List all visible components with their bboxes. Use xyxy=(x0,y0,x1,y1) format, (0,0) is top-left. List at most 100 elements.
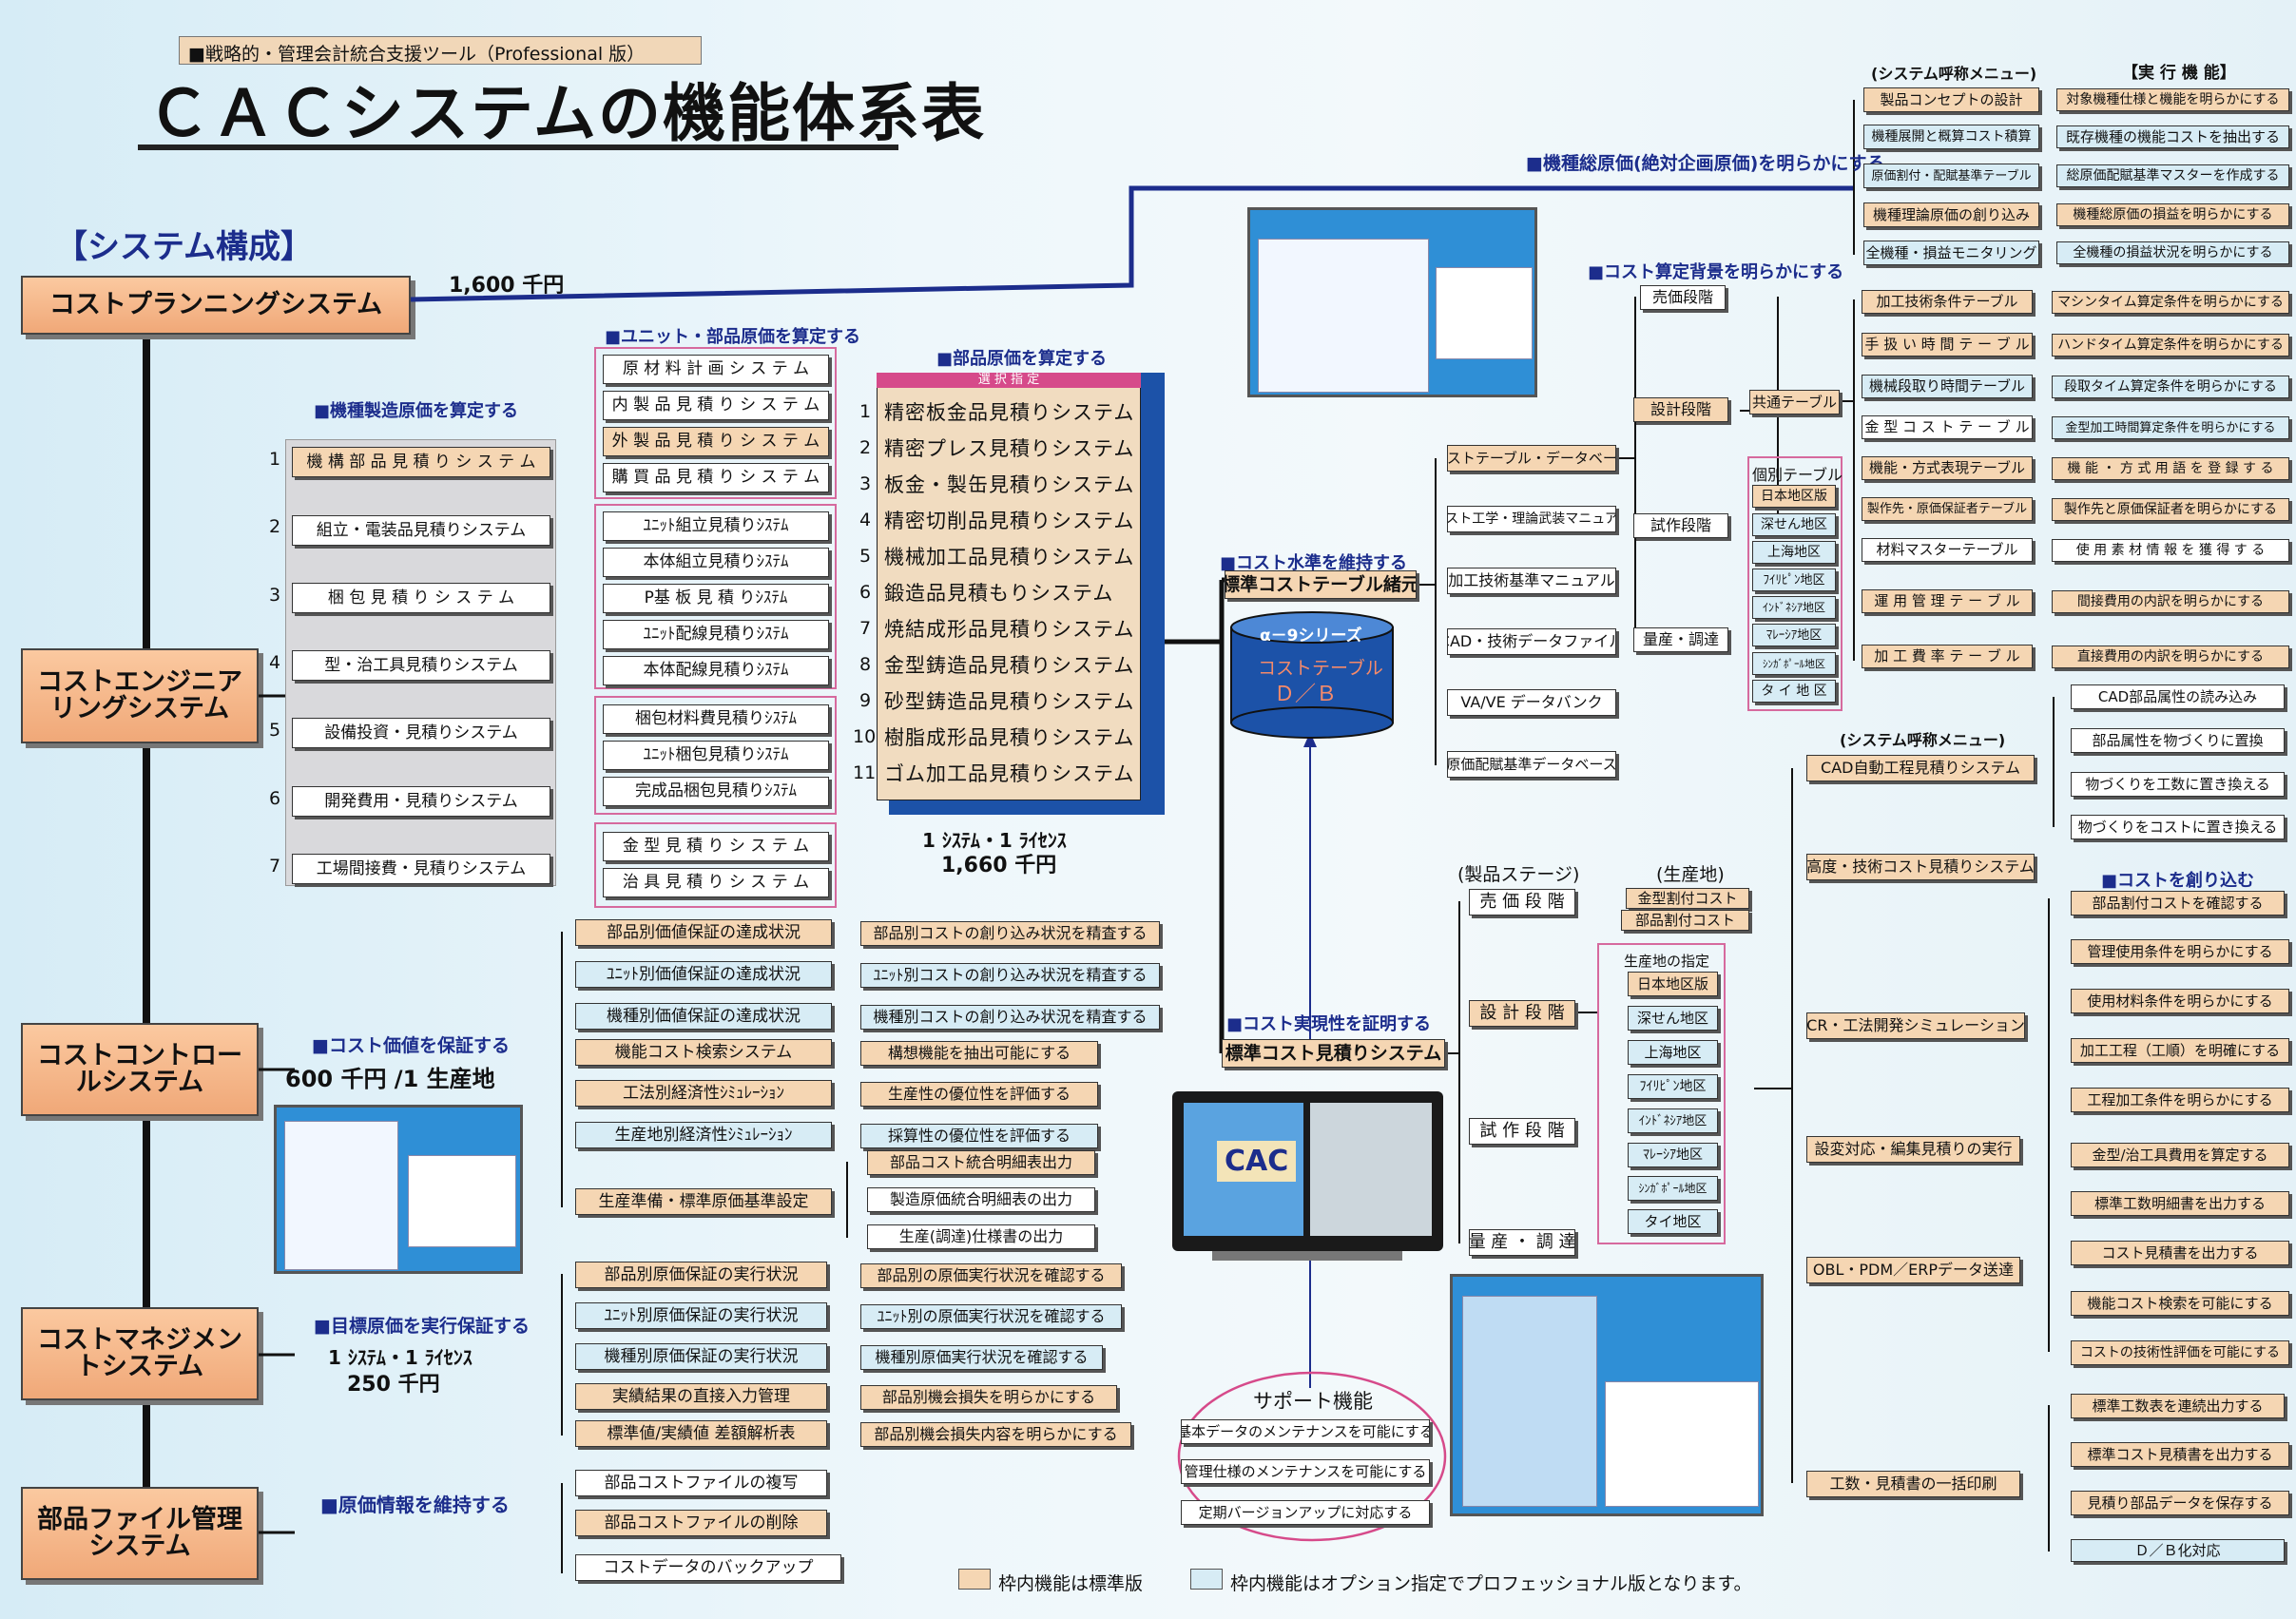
stage2-item[interactable]: 試 作 段 階 xyxy=(1469,1118,1575,1145)
stage-item[interactable]: 売価段階 xyxy=(1640,285,1726,310)
region-item[interactable]: ｼﾝｶﾞﾎﾟｰﾙ地区 xyxy=(1752,652,1836,675)
region-item[interactable]: ｲﾝﾄﾞﾈｼｱ地区 xyxy=(1752,596,1836,619)
parts-item[interactable]: ゴム加工品見積りシステム xyxy=(884,762,1135,785)
ccs-item[interactable]: ﾕﾆｯﾄ別価値保証の達成状況 xyxy=(575,961,832,988)
right-menu-item[interactable]: CR・工法開発シミュレーション xyxy=(1806,1012,2025,1039)
ccs-item[interactable]: 機能コスト検索システム xyxy=(575,1039,832,1066)
common-item[interactable]: 機能・方式表現テーブル xyxy=(1862,456,2033,480)
unit-item[interactable]: ﾕﾆｯﾄ配線見積りｼｽﾃﾑ xyxy=(603,620,829,649)
unit-item[interactable]: 本体組立見積りｼｽﾃﾑ xyxy=(603,548,829,577)
table-mid-item[interactable]: CAD・技術データファイル xyxy=(1447,628,1616,655)
parts-item[interactable]: 板金・製缶見積りシステム xyxy=(884,473,1135,496)
region-item[interactable]: ﾏﾚｰｼｱ地区 xyxy=(1752,624,1836,646)
system-cost-engineering[interactable]: コストエンジニアリングシステム xyxy=(21,648,259,743)
common-table[interactable]: 共通テーブル xyxy=(1749,390,1840,414)
site-region[interactable]: ﾌｲﾘﾋﾟﾝ地区 xyxy=(1628,1074,1718,1099)
cms-item[interactable]: 部品別原価保証の実行状況 xyxy=(575,1262,827,1288)
std-cost-table[interactable]: 標準コストテーブル緒元 xyxy=(1225,570,1417,599)
right-menu-item[interactable]: 高度・技術コスト見積りシステム xyxy=(1806,854,2035,880)
common-item[interactable]: 加 工 費 率 テ ー ブ ル xyxy=(1862,645,2033,668)
stage-item[interactable]: 量産・調達 xyxy=(1633,627,1728,652)
parts-item[interactable]: 焼結成形品見積りシステム xyxy=(884,618,1135,641)
site-region[interactable]: 日本地区版 xyxy=(1628,972,1718,996)
table-mid-item[interactable]: 原価配賦基準データベース xyxy=(1447,751,1616,778)
unit-item[interactable]: 金 型 見 積 り シ ス テ ム xyxy=(603,832,829,861)
parts-item[interactable]: 樹脂成形品見積りシステム xyxy=(884,726,1135,749)
system-cost-management[interactable]: コストマネジメントシステム xyxy=(21,1307,259,1400)
machine-item[interactable]: 型・治工具見積りシステム xyxy=(292,650,550,681)
site-item[interactable]: 金型割付コスト xyxy=(1626,888,1749,909)
machine-item[interactable]: 工場間接費・見積りシステム xyxy=(292,854,550,884)
pfs-item[interactable]: コストデータのバックアップ xyxy=(575,1554,841,1581)
ccs-sub-item[interactable]: 製造原価統合明細表の出力 xyxy=(867,1187,1095,1212)
common-item[interactable]: 製作先・原価保証者テーブル xyxy=(1862,497,2033,521)
site-region[interactable]: タイ地区 xyxy=(1628,1209,1718,1234)
right-menu-item[interactable]: 設変対応・編集見積りの実行 xyxy=(1806,1136,2020,1163)
machine-item[interactable]: 梱 包 見 積 り シ ス テ ム xyxy=(292,583,550,613)
ccs-item[interactable]: 機種別価値保証の達成状況 xyxy=(575,1003,832,1030)
parts-item[interactable]: 鍛造品見積もりシステム xyxy=(884,582,1114,605)
site-region[interactable]: 深せん地区 xyxy=(1628,1006,1718,1031)
table-mid-item[interactable]: 加工技術基準マニュアル xyxy=(1447,568,1616,594)
site-item[interactable]: 部品割付コスト xyxy=(1621,910,1749,931)
table-mid-item[interactable]: コストテーブル・データベース xyxy=(1447,445,1616,472)
unit-item[interactable]: 購 買 品 見 積 り シ ス テ ム xyxy=(603,463,829,492)
parts-item[interactable]: 金型鋳造品見積りシステム xyxy=(884,654,1135,677)
ccs-item[interactable]: 部品別価値保証の達成状況 xyxy=(575,919,832,946)
support-item[interactable]: 定期バージョンアップに対応する xyxy=(1181,1500,1430,1525)
unit-item[interactable]: 治 具 見 積 り シ ス テ ム xyxy=(603,868,829,897)
top-menu-item[interactable]: 原価割付・配賦基準テーブル xyxy=(1863,164,2039,188)
region-item[interactable]: ﾌｲﾘﾋﾟﾝ地区 xyxy=(1752,569,1836,591)
cms-item[interactable]: 実績結果の直接入力管理 xyxy=(575,1383,827,1410)
unit-item[interactable]: ﾕﾆｯﾄ組立見積りｼｽﾃﾑ xyxy=(603,511,829,541)
std-estimate-system[interactable]: 標準コスト見積りシステム xyxy=(1222,1039,1445,1068)
parts-item[interactable]: 機械加工品見積りシステム xyxy=(884,546,1135,569)
parts-item[interactable]: 精密プレス見積りシステム xyxy=(884,437,1135,460)
parts-item[interactable]: 精密板金品見積りシステム xyxy=(884,401,1135,424)
stage-item[interactable]: 設計段階 xyxy=(1633,397,1728,422)
stage2-item[interactable]: 設 計 段 階 xyxy=(1469,1000,1575,1027)
machine-item[interactable]: 設備投資・見積りシステム xyxy=(292,718,550,748)
ccs-item[interactable]: 工法別経済性ｼﾐｭﾚｰｼｮﾝ xyxy=(575,1080,832,1107)
cms-item[interactable]: ﾕﾆｯﾄ別原価保証の実行状況 xyxy=(575,1302,827,1329)
region-item[interactable]: 日本地区版 xyxy=(1752,485,1836,508)
site-region[interactable]: ﾏﾚｰｼｱ地区 xyxy=(1628,1143,1718,1167)
common-item[interactable]: 金 型 コ ス ト テ ー ブ ル xyxy=(1862,415,2033,439)
common-item[interactable]: 加工技術条件テーブル xyxy=(1862,290,2033,314)
unit-item[interactable]: ﾕﾆｯﾄ梱包見積りｼｽﾃﾑ xyxy=(603,741,829,770)
system-cost-control[interactable]: コストコントロールシステム xyxy=(21,1023,259,1116)
support-item[interactable]: 管理仕様のメンテナンスを可能にする xyxy=(1181,1459,1430,1484)
parts-item[interactable]: 砂型鋳造品見積りシステム xyxy=(884,690,1135,713)
common-item[interactable]: 材料マスターテーブル xyxy=(1862,538,2033,562)
right-menu-item[interactable]: CAD自動工程見積りシステム xyxy=(1806,755,2035,781)
stage-item[interactable]: 試作段階 xyxy=(1633,513,1728,538)
common-item[interactable]: 運 用 管 理 テ ー ブ ル xyxy=(1862,589,2033,613)
ccs-item[interactable]: 生産地別経済性ｼﾐｭﾚｰｼｮﾝ xyxy=(575,1122,832,1148)
right-menu-item[interactable]: 工数・見積書の一括印刷 xyxy=(1806,1471,2020,1497)
pfs-item[interactable]: 部品コストファイルの削除 xyxy=(575,1510,827,1536)
site-region[interactable]: ｼﾝｶﾞﾎﾟｰﾙ地区 xyxy=(1628,1176,1718,1201)
region-item[interactable]: 深せん地区 xyxy=(1752,513,1836,536)
table-mid-item[interactable]: VA/VE データバンク xyxy=(1447,689,1616,716)
unit-item[interactable]: 外 製 品 見 積 り シ ス テ ム xyxy=(603,427,829,456)
unit-item[interactable]: 原 材 料 計 画 シ ス テ ム xyxy=(603,355,829,384)
cms-item[interactable]: 標準値/実績値 差額解析表 xyxy=(575,1420,827,1447)
top-menu-item[interactable]: 機種展開と概算コスト積算 xyxy=(1863,125,2039,149)
top-menu-item[interactable]: 製品コンセプトの設計 xyxy=(1863,87,2039,112)
site-region[interactable]: 上海地区 xyxy=(1628,1040,1718,1065)
top-menu-item[interactable]: 全機種・損益モニタリング xyxy=(1863,241,2039,265)
unit-item[interactable]: 本体配線見積りｼｽﾃﾑ xyxy=(603,656,829,685)
cms-item[interactable]: 機種別原価保証の実行状況 xyxy=(575,1343,827,1370)
region-item[interactable]: タ イ 地 区 xyxy=(1752,680,1836,703)
system-parts-file[interactable]: 部品ファイル管理システム xyxy=(21,1487,259,1580)
unit-item[interactable]: 梱包材料費見積りｼｽﾃﾑ xyxy=(603,704,829,734)
ccs-sub-item[interactable]: 部品コスト統合明細表出力 xyxy=(867,1150,1095,1175)
common-item[interactable]: 機械段取り時間テーブル xyxy=(1862,375,2033,398)
parts-item[interactable]: 精密切削品見積りシステム xyxy=(884,510,1135,532)
unit-item[interactable]: 内 製 品 見 積 り シ ス テ ム xyxy=(603,391,829,420)
stage2-item[interactable]: 量 産 ・ 調 達 xyxy=(1469,1229,1575,1256)
unit-item[interactable]: 完成品梱包見積りｼｽﾃﾑ xyxy=(603,777,829,806)
ccs-sub-item[interactable]: 生産(調達)仕様書の出力 xyxy=(867,1224,1095,1249)
pfs-item[interactable]: 部品コストファイルの複写 xyxy=(575,1470,827,1496)
ccs-item[interactable]: 生産準備・標準原価基準設定 xyxy=(575,1188,832,1215)
